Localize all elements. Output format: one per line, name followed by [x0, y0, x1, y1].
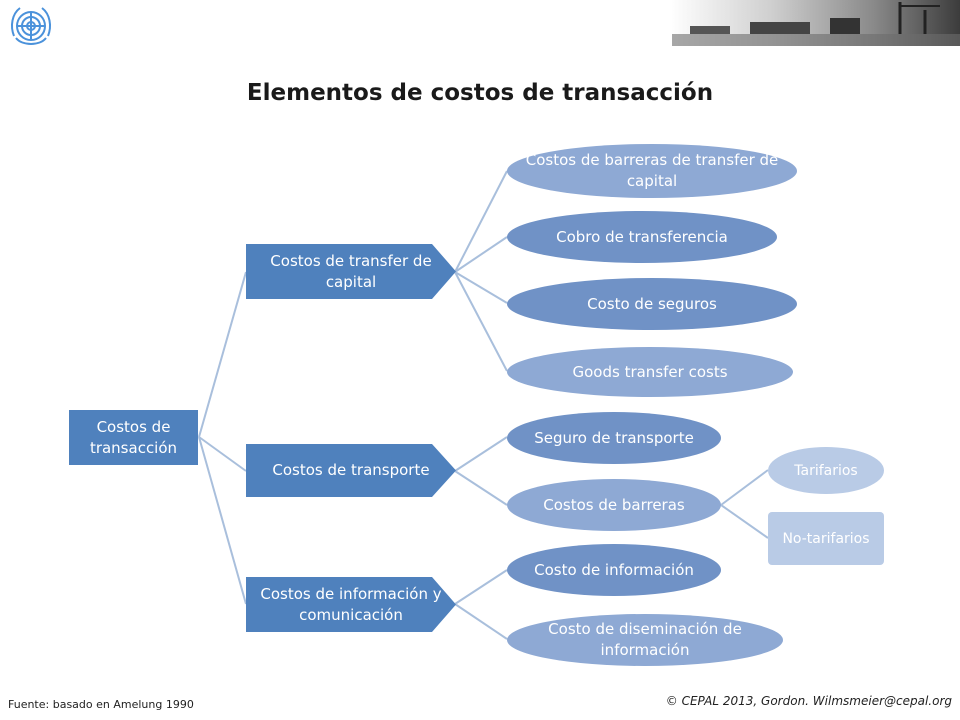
leaf-no-tarifarios: No-tarifarios: [768, 512, 884, 565]
node-costo-diseminacion: Costo de diseminación de información: [507, 614, 783, 666]
source-note: Fuente: basado en Amelung 1990: [8, 698, 194, 711]
node-costo-seguros: Costo de seguros: [507, 278, 797, 330]
node-cobro-transferencia: Cobro de transferencia: [507, 211, 777, 263]
leaf-tarifarios: Tarifarios: [768, 447, 884, 494]
node-goods-transfer: Goods transfer costs: [507, 347, 793, 397]
node-costos-barreras: Costos de barreras: [507, 479, 721, 531]
page-title: Elementos de costos de transacción: [246, 80, 714, 106]
branch-informacion: Costos de información y comunicación: [246, 577, 456, 632]
port-photo-strip: [670, 0, 960, 46]
un-emblem-icon: [6, 4, 56, 50]
branch-transporte: Costos de transporte: [246, 444, 456, 497]
node-costo-informacion: Costo de información: [507, 544, 721, 596]
copyright-credit: © CEPAL 2013, Gordon. Wilmsmeier@cepal.o…: [665, 694, 952, 708]
node-seguro-transporte: Seguro de transporte: [507, 412, 721, 464]
node-barreras-transfer: Costos de barreras de transfer de capita…: [507, 144, 797, 198]
root-node: Costos de transacción: [69, 410, 198, 465]
branch-transfer-capital: Costos de transfer de capital: [246, 244, 456, 299]
